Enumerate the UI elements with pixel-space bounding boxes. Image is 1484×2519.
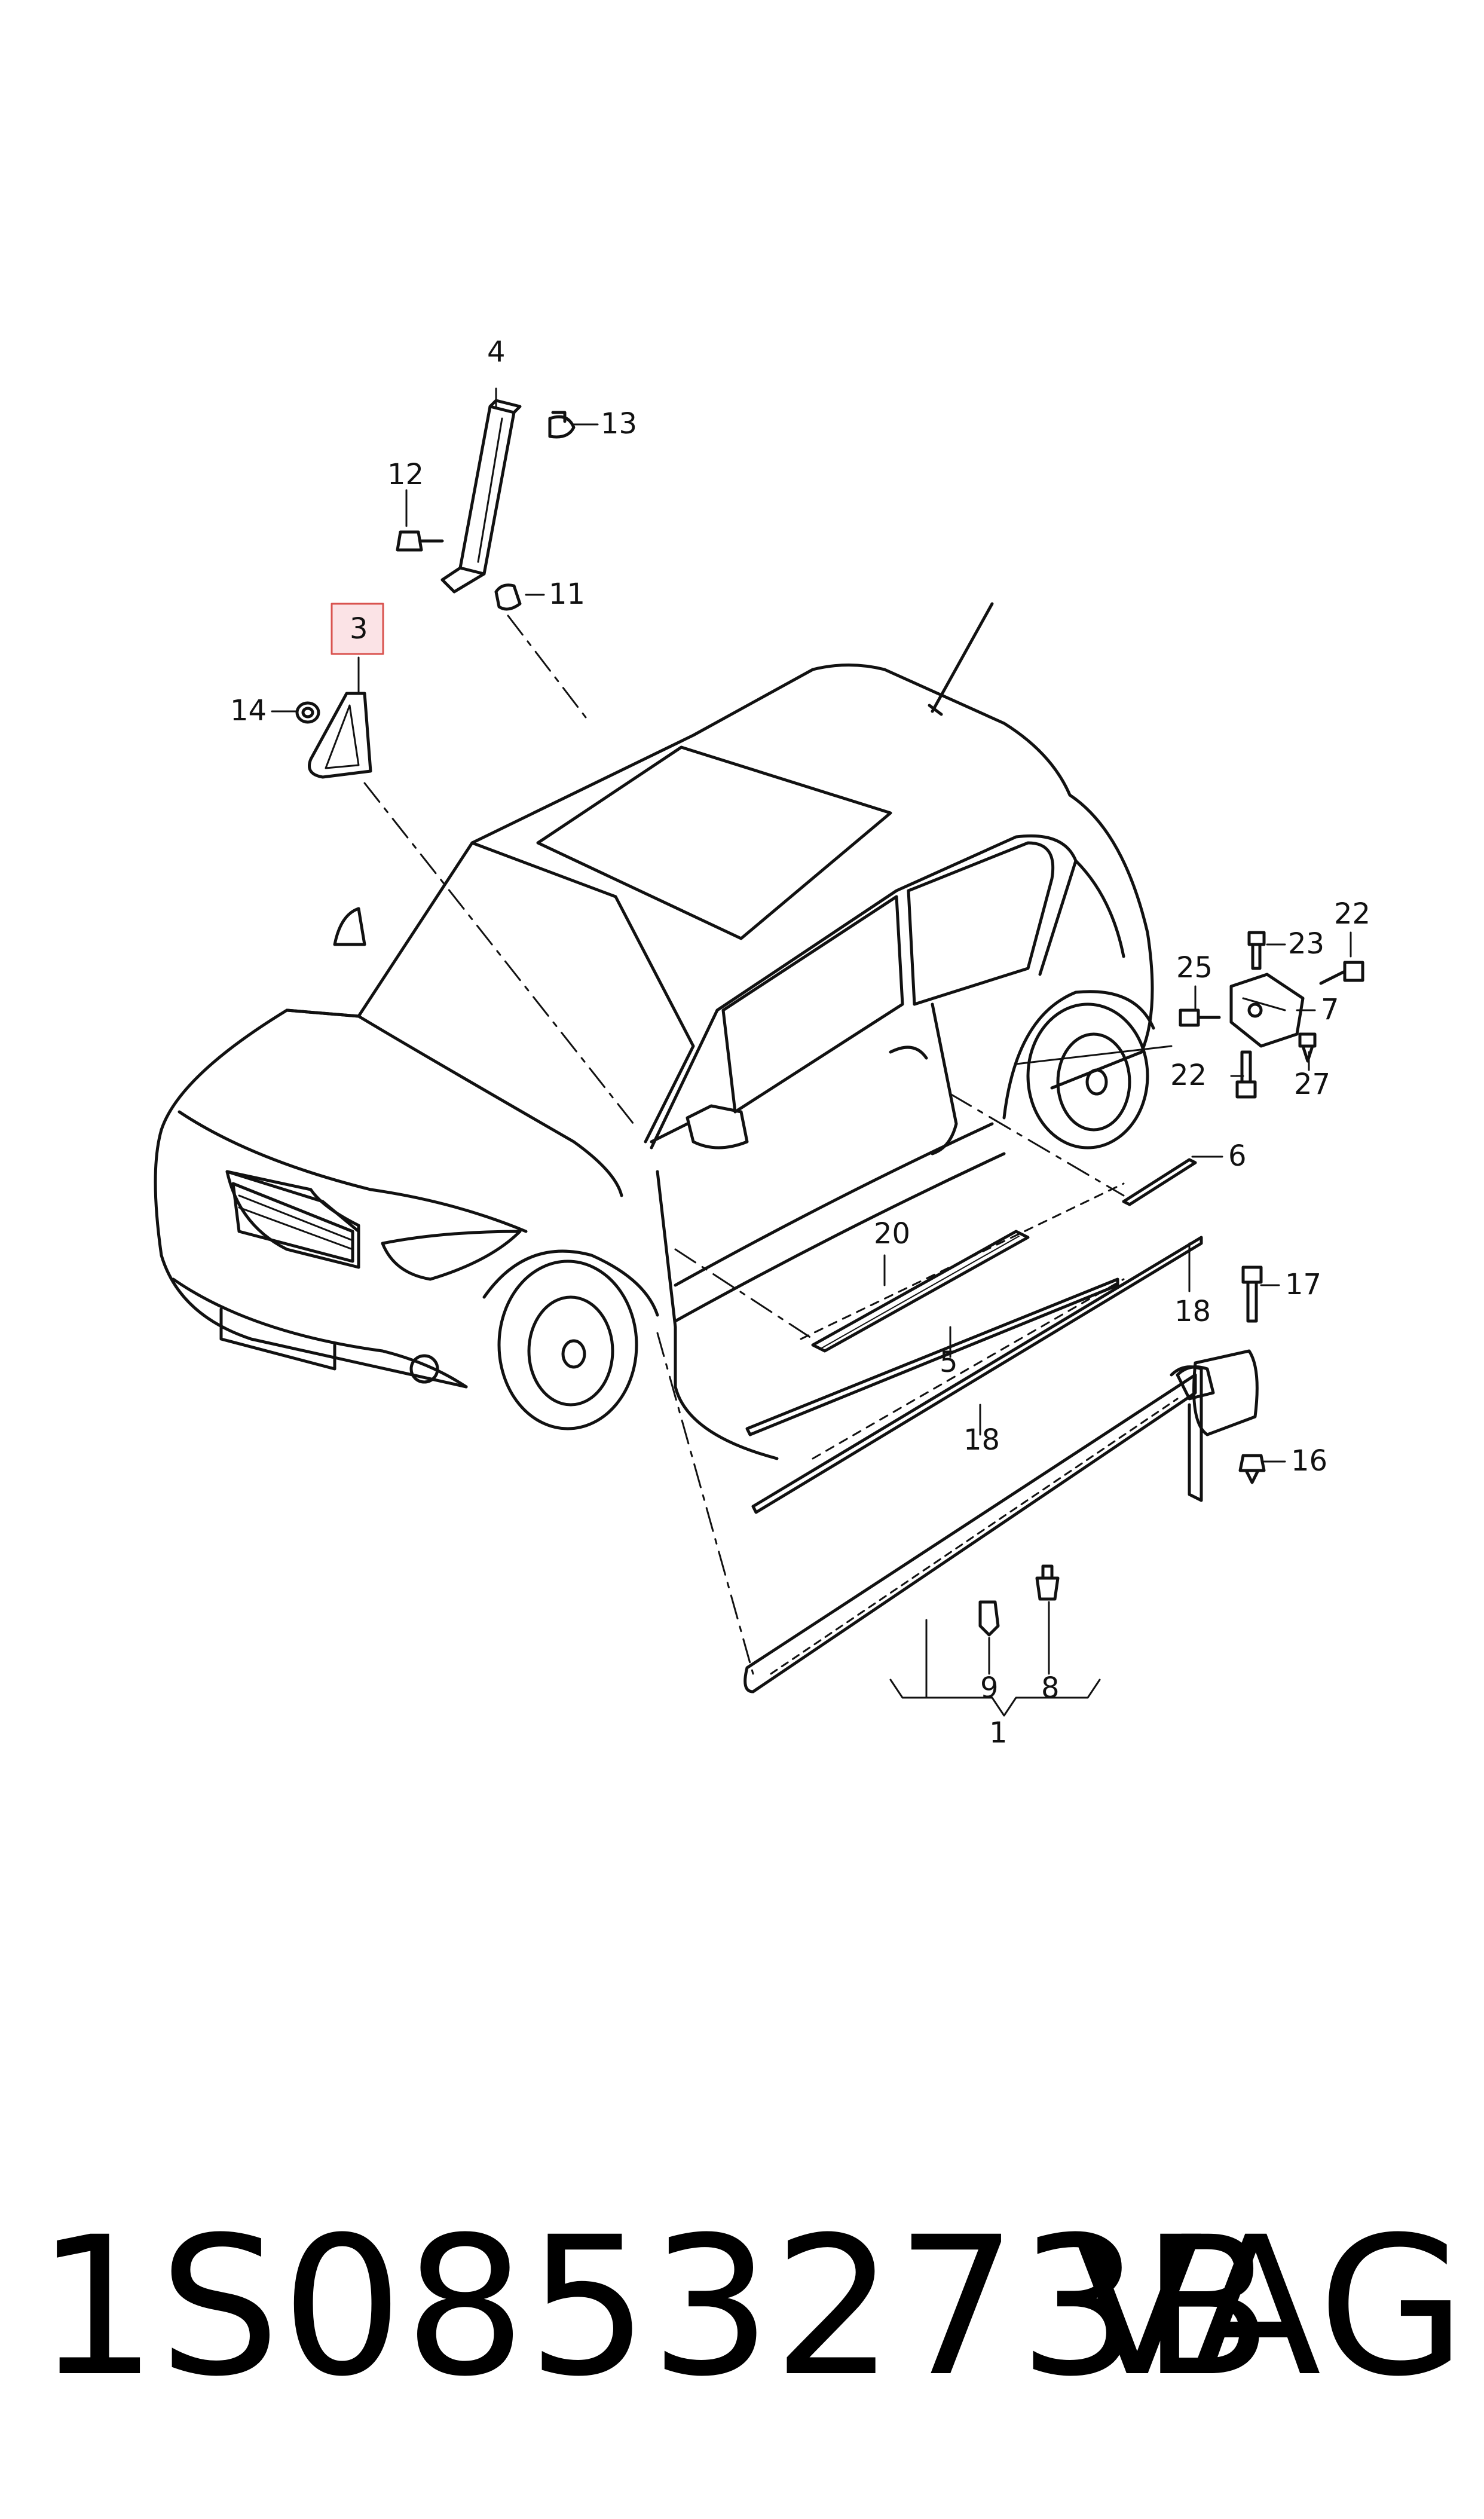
callout-22: 22: [1334, 897, 1370, 931]
part-8-clip: [1035, 1564, 1060, 1601]
callout-25: 25: [1176, 951, 1213, 985]
callout-5: 5: [940, 1346, 958, 1379]
part-22-screw-lower: [1235, 1050, 1257, 1099]
part-6-rear-strip: [1122, 1158, 1197, 1206]
part-18-lower-strip: [745, 1236, 1203, 1514]
part-25-stud: [1179, 1008, 1221, 1027]
callout-18: 18: [1174, 1295, 1211, 1328]
part-13-clip: [548, 411, 576, 439]
callout-16: 16: [1291, 1444, 1327, 1478]
car-illustration: [154, 602, 1155, 1460]
part-23-screw: [1247, 931, 1266, 970]
part-22-screw-upper: [1319, 961, 1364, 985]
callout-3-highlight-box: [331, 603, 384, 655]
parts-diagram: 4 13 12 11 3 14 20 5 18 6 18 17 16 9 8 1…: [154, 335, 1370, 1750]
part-3-triangle-trim: [308, 692, 372, 779]
callout-27: 27: [1294, 1068, 1330, 1101]
callout-6: 6: [1228, 1139, 1247, 1173]
callout-17: 17: [1285, 1268, 1321, 1301]
callout-23: 23: [1288, 927, 1324, 961]
part-16-nut: [1238, 1454, 1266, 1484]
part-14-nut: [295, 701, 320, 724]
callout-20: 20: [874, 1217, 910, 1251]
part-number-label: 1S0853273B: [36, 2196, 1274, 2419]
leader-lines: [271, 387, 1352, 1717]
callout-11: 11: [549, 577, 585, 611]
brand-label: VAG: [1072, 2196, 1466, 2419]
callout-9: 9: [980, 1671, 999, 1705]
part-1-sill-trim: [743, 1365, 1203, 1693]
part-7-bracket: [1229, 973, 1305, 1048]
callout-22: 22: [1170, 1059, 1207, 1092]
callout-4: 4: [487, 335, 506, 369]
callout-8: 8: [1041, 1671, 1060, 1705]
callout-7: 7: [1321, 993, 1339, 1026]
part-4-pillar-trim: [440, 399, 522, 594]
callout-12: 12: [387, 458, 424, 491]
sill-end-bracket: [1176, 1349, 1259, 1436]
part-12-screw: [396, 530, 444, 552]
callout-18: 18: [963, 1423, 1000, 1457]
part-20-emblem-strip: [811, 1230, 1030, 1353]
callout-labels: 4 13 12 11 3 14 20 5 18 6 18 17 16 9 8 1…: [230, 335, 1370, 1750]
part-17-screw: [1241, 1265, 1263, 1323]
callout-3: 3: [350, 612, 368, 646]
part-9-clip: [978, 1600, 1000, 1637]
callout-1: 1: [989, 1716, 1008, 1750]
part-27-clip: [1298, 1032, 1317, 1063]
callout-14: 14: [230, 694, 267, 727]
part-11-clip: [494, 583, 522, 611]
callout-13: 13: [601, 407, 637, 441]
